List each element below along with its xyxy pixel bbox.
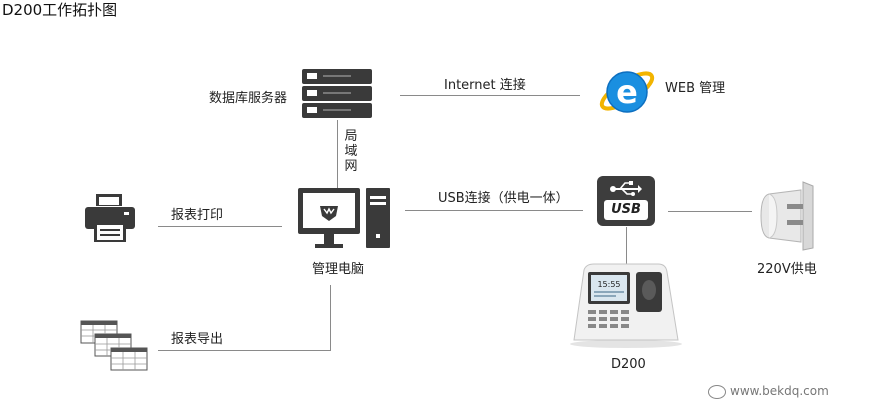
export-line-vertical [330,285,331,351]
usb-badge-label: USB [611,202,641,217]
export-line-horizontal [158,350,331,351]
internet-line [400,95,580,96]
usb-icon [610,181,642,196]
usb-device-line [626,227,627,265]
lan-char-2: 域 [344,144,358,159]
lan-label: 局 域 网 [344,129,358,174]
usb-badge: USB [604,200,648,220]
keypad [588,310,629,328]
report-print-label: 报表打印 [171,208,224,223]
power-label: 220V供电 [757,262,817,277]
power-adapter-icon [760,181,814,251]
lan-char-3: 网 [344,159,358,174]
management-pc-label: 管理电脑 [312,262,365,277]
diagram-title: D200工作拓扑图 [2,1,118,19]
monitor-icon [298,188,360,248]
pc-tower-icon [366,188,390,248]
spreadsheet-stack-icon [80,320,148,371]
usb-connection-label: USB连接（供电一体） [438,191,569,206]
report-export-label: 报表导出 [171,332,224,347]
fingerprint-terminal-icon: 15:55 [570,263,682,348]
printer-icon [85,194,135,242]
power-line [668,211,752,212]
svg-text:e: e [616,73,638,111]
internet-connection-label: Internet 连接 [444,78,526,93]
server-unit-1 [302,69,372,84]
watermark-text: www.bekdq.com [730,384,829,398]
device-screen-time: 15:55 [597,280,620,289]
server-unit-2 [302,86,372,101]
server-unit-3 [302,103,372,118]
watermark: www.bekdq.com [708,384,829,399]
usb-box: USB [597,176,655,226]
lan-line [337,120,338,188]
database-server-label: 数据库服务器 [209,91,288,106]
internet-explorer-icon: e [599,71,655,113]
server-rack-icon [302,69,372,118]
device-label: D200 [611,357,646,372]
print-line [158,226,282,227]
web-management-label: WEB 管理 [665,81,726,96]
usb-line [405,210,583,211]
desktop-pc-icon [298,188,390,248]
watermark-logo-icon [708,384,726,399]
lan-char-1: 局 [344,129,358,144]
